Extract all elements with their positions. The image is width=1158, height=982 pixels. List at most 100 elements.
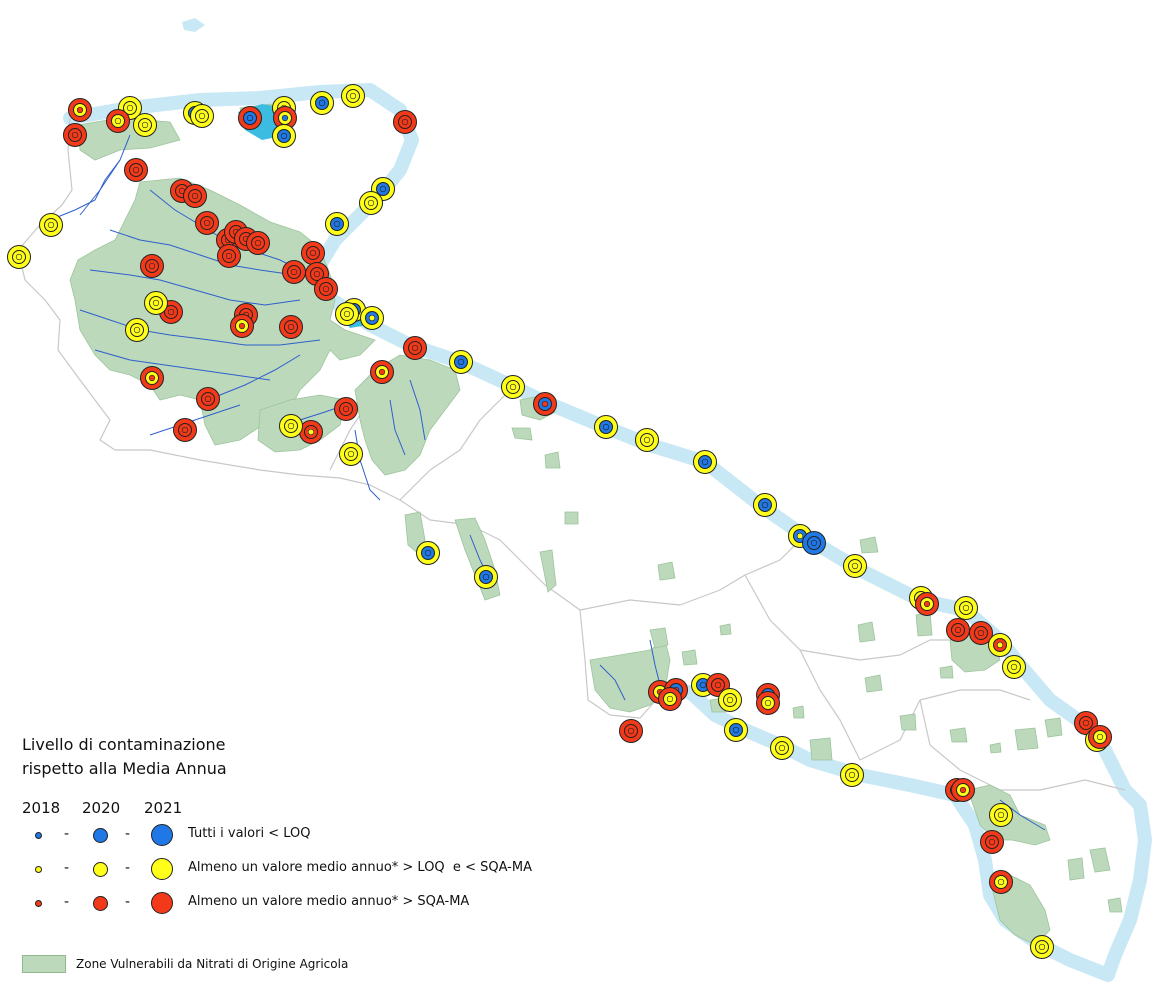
station-dot-2018 xyxy=(977,629,985,637)
legend-marker-medium xyxy=(93,896,108,911)
station-marker[interactable] xyxy=(144,291,168,315)
legend-label-blue: Tutti i valori < LOQ xyxy=(188,826,311,841)
station-marker[interactable] xyxy=(230,314,254,338)
station-dot-2018 xyxy=(132,166,140,174)
station-marker[interactable] xyxy=(946,618,970,642)
station-marker[interactable] xyxy=(403,336,427,360)
station-marker[interactable] xyxy=(279,414,303,438)
station-dot-2018 xyxy=(15,253,23,261)
station-marker[interactable] xyxy=(125,318,149,342)
legend-separator: - xyxy=(64,826,70,842)
station-marker[interactable] xyxy=(190,104,214,128)
station-marker[interactable] xyxy=(183,184,207,208)
station-marker[interactable] xyxy=(310,91,334,115)
station-marker[interactable] xyxy=(106,109,130,133)
station-marker[interactable] xyxy=(282,260,306,284)
station-dot-2018 xyxy=(482,573,490,581)
station-marker[interactable] xyxy=(693,450,717,474)
station-dot-2018 xyxy=(1082,719,1090,727)
station-marker[interactable] xyxy=(980,830,1004,854)
legend-row-yellow: - - Almeno un valore medio annuo* > LOQ … xyxy=(22,857,582,883)
station-marker[interactable] xyxy=(246,231,270,255)
station-dot-2018 xyxy=(181,426,189,434)
station-marker[interactable] xyxy=(335,302,359,326)
station-dot-2018 xyxy=(1038,943,1046,951)
station-marker[interactable] xyxy=(619,719,643,743)
station-dot-2018 xyxy=(996,641,1004,649)
station-dot-2018 xyxy=(148,262,156,270)
station-marker[interactable] xyxy=(1030,935,1054,959)
station-marker[interactable] xyxy=(449,350,473,374)
station-dot-2018 xyxy=(424,549,432,557)
station-marker[interactable] xyxy=(301,241,325,265)
station-marker[interactable] xyxy=(915,592,939,616)
station-marker[interactable] xyxy=(140,254,164,278)
station-dot-2018 xyxy=(988,838,996,846)
legend-row-zvn: Zone Vulnerabili da Nitrati di Origine A… xyxy=(22,954,522,976)
station-marker[interactable] xyxy=(770,736,794,760)
station-dot-2018 xyxy=(1096,733,1104,741)
station-dot-2018 xyxy=(959,786,967,794)
station-marker[interactable] xyxy=(969,621,993,645)
legend-years: 2018 2020 2021 xyxy=(22,799,222,819)
station-marker[interactable] xyxy=(341,84,365,108)
station-marker[interactable] xyxy=(217,244,241,268)
monitoring-stations[interactable] xyxy=(7,84,1112,959)
station-marker[interactable] xyxy=(724,718,748,742)
station-marker[interactable] xyxy=(173,418,197,442)
station-marker[interactable] xyxy=(360,306,384,330)
station-marker[interactable] xyxy=(195,211,219,235)
station-marker[interactable] xyxy=(196,387,220,411)
legend-year-2020: 2020 xyxy=(82,799,121,817)
station-marker[interactable] xyxy=(339,442,363,466)
station-marker[interactable] xyxy=(299,420,323,444)
station-marker[interactable] xyxy=(7,245,31,269)
station-marker[interactable] xyxy=(124,158,148,182)
station-marker[interactable] xyxy=(334,397,358,421)
station-marker[interactable] xyxy=(140,366,164,390)
station-marker[interactable] xyxy=(63,123,87,147)
station-marker[interactable] xyxy=(133,113,157,137)
station-marker[interactable] xyxy=(840,763,864,787)
station-marker[interactable] xyxy=(594,415,618,439)
station-marker[interactable] xyxy=(1088,725,1112,749)
station-dot-2018 xyxy=(509,383,517,391)
station-dot-2018 xyxy=(726,696,734,704)
station-marker[interactable] xyxy=(989,870,1013,894)
station-marker[interactable] xyxy=(533,392,557,416)
station-dot-2018 xyxy=(141,121,149,129)
station-marker[interactable] xyxy=(272,124,296,148)
station-marker[interactable] xyxy=(988,633,1012,657)
station-dot-2018 xyxy=(76,106,84,114)
station-marker[interactable] xyxy=(635,428,659,452)
station-dot-2018 xyxy=(411,344,419,352)
station-marker[interactable] xyxy=(843,554,867,578)
legend-marker-small xyxy=(35,866,42,873)
station-marker[interactable] xyxy=(951,778,975,802)
station-marker[interactable] xyxy=(68,98,92,122)
station-marker[interactable] xyxy=(325,212,349,236)
station-marker[interactable] xyxy=(170,179,194,203)
station-marker[interactable] xyxy=(756,691,780,715)
station-marker[interactable] xyxy=(314,277,338,301)
station-marker[interactable] xyxy=(279,315,303,339)
station-marker[interactable] xyxy=(989,803,1013,827)
station-marker[interactable] xyxy=(359,191,383,215)
legend-marker-small xyxy=(35,832,42,839)
station-marker[interactable] xyxy=(474,565,498,589)
station-marker[interactable] xyxy=(501,375,525,399)
station-marker[interactable] xyxy=(238,106,262,130)
station-dot-2018 xyxy=(851,562,859,570)
station-dot-2018 xyxy=(848,771,856,779)
station-marker[interactable] xyxy=(718,688,742,712)
station-marker[interactable] xyxy=(416,541,440,565)
station-marker[interactable] xyxy=(39,213,63,237)
station-marker[interactable] xyxy=(802,531,826,555)
station-marker[interactable] xyxy=(370,360,394,384)
station-marker[interactable] xyxy=(753,493,777,517)
station-marker[interactable] xyxy=(393,110,417,134)
station-marker[interactable] xyxy=(954,596,978,620)
station-marker[interactable] xyxy=(658,687,682,711)
station-marker[interactable] xyxy=(1002,655,1026,679)
